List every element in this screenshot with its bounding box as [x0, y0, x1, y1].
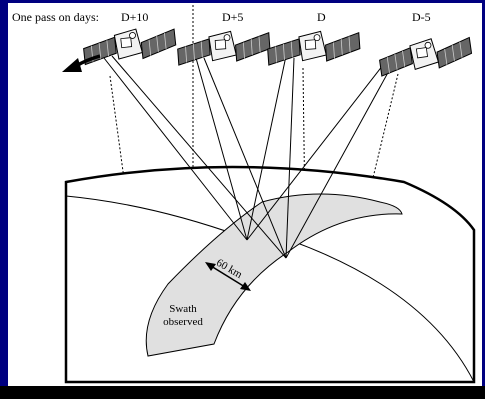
pass-label-d-minus-5: D-5: [412, 10, 431, 24]
swath-observed-region: [145, 193, 403, 357]
pass-label-d-plus-10: D+10: [121, 10, 148, 24]
earth-surface-box: [64, 165, 476, 384]
viewing-lines: [103, 55, 397, 259]
bottom-strip: [0, 386, 485, 399]
swath-width-arrow: [205, 262, 251, 291]
pass-label-d-plus-5: D+5: [222, 10, 243, 24]
swath-label-line-1: Swath: [169, 303, 197, 315]
swath-label-line-2: observed: [163, 316, 203, 328]
pass-label: One pass on days:: [12, 10, 99, 24]
surface-edge-left: [65, 195, 241, 237]
curved-arrow-icon: [62, 54, 101, 72]
pass-label-d: D: [317, 10, 326, 24]
